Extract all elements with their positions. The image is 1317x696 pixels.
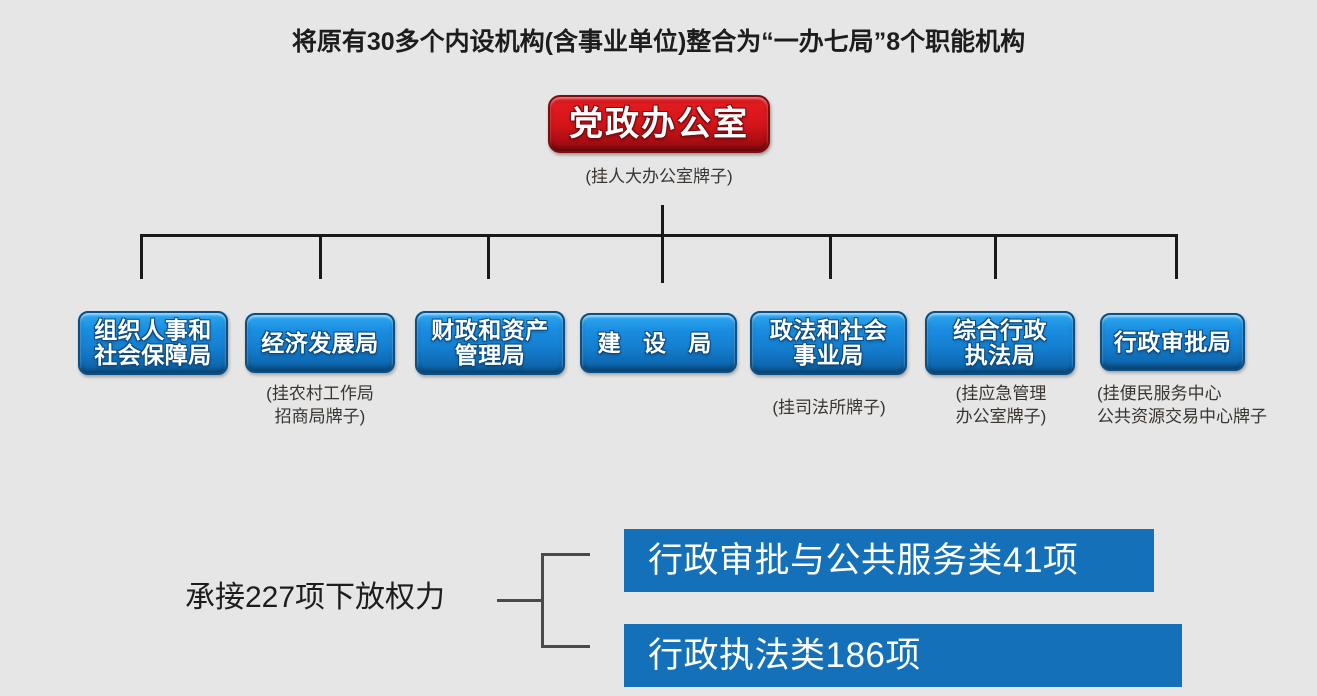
bracket-arm-top bbox=[541, 553, 590, 556]
dept-box-7[interactable]: 行政审批局 bbox=[1100, 313, 1245, 371]
delegated-item-label-1: 行政审批与公共服务类41项 bbox=[648, 541, 1079, 580]
delegated-powers-label: 承接227项下放权力 bbox=[184, 581, 446, 614]
dept-label-6: 综合行政 执法局 bbox=[953, 317, 1047, 368]
org-root-caption: (挂人大办公室牌子) bbox=[585, 167, 733, 186]
dept-box-4[interactable]: 建 设 局 bbox=[580, 313, 737, 373]
dept-box-6[interactable]: 综合行政 执法局 bbox=[925, 311, 1075, 375]
dept-box-5[interactable]: 政法和社会 事业局 bbox=[750, 311, 907, 375]
dept-label-4: 建 设 局 bbox=[597, 329, 720, 356]
dept-label-2: 经济发展局 bbox=[261, 329, 379, 356]
dept-caption-5: (挂司法所牌子) bbox=[772, 398, 886, 417]
bracket-arm-bottom bbox=[541, 645, 590, 648]
connector-drop-2 bbox=[319, 234, 322, 279]
dept-box-3[interactable]: 财政和资产 管理局 bbox=[415, 311, 565, 375]
delegated-item-bar-2[interactable]: 行政执法类186项 bbox=[624, 624, 1182, 687]
connector-drop-1 bbox=[140, 234, 143, 279]
dept-label-3: 财政和资产 管理局 bbox=[431, 317, 549, 368]
connector-drop-4 bbox=[661, 234, 664, 279]
delegated-item-bar-1[interactable]: 行政审批与公共服务类41项 bbox=[624, 529, 1154, 592]
page-title: 将原有30多个内设机构(含事业单位)整合为“一办七局”8个职能机构 bbox=[291, 28, 1026, 56]
delegated-item-label-2: 行政执法类186项 bbox=[648, 636, 921, 675]
dept-box-2[interactable]: 经济发展局 bbox=[245, 313, 395, 373]
connector-drop-3 bbox=[487, 234, 490, 279]
dept-caption-2: (挂农村工作局 招商局牌子) bbox=[266, 384, 374, 426]
dept-box-1[interactable]: 组织人事和 社会保障局 bbox=[78, 311, 228, 375]
dept-label-5: 政法和社会 事业局 bbox=[769, 317, 888, 368]
dept-caption-6: (挂应急管理 办公室牌子) bbox=[955, 384, 1047, 426]
connector-drop-7 bbox=[1175, 234, 1178, 279]
connector-drop-6 bbox=[994, 234, 997, 279]
connector-drop-5 bbox=[829, 234, 832, 279]
bracket-stem bbox=[497, 599, 544, 602]
dept-label-7: 行政审批局 bbox=[1113, 328, 1232, 355]
org-root-box[interactable]: 党政办公室 bbox=[548, 95, 770, 153]
connector-horizontal-bus bbox=[140, 234, 1178, 237]
org-root-label: 党政办公室 bbox=[569, 105, 749, 143]
bracket-spine bbox=[541, 553, 544, 648]
dept-caption-7: (挂便民服务中心 公共资源交易中心牌子 bbox=[1097, 384, 1267, 426]
dept-label-1: 组织人事和 社会保障局 bbox=[94, 317, 212, 368]
